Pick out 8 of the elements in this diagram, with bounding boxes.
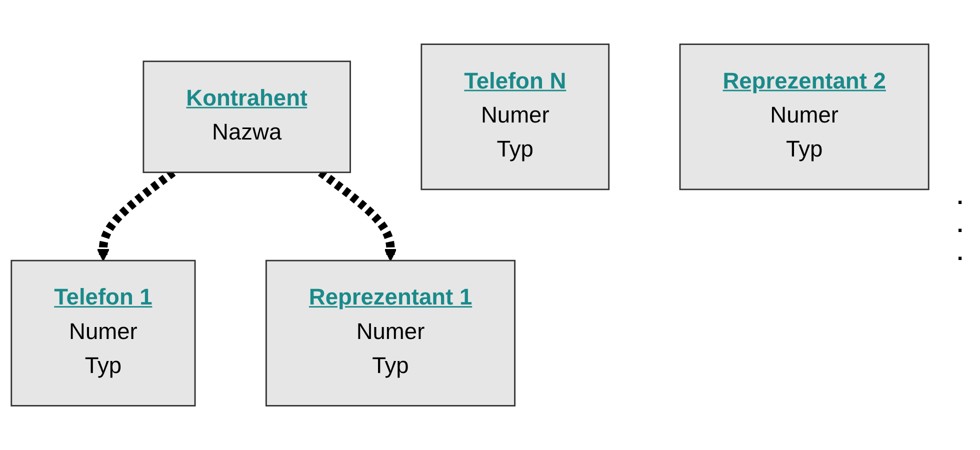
ellipsis-dot: .: [956, 183, 964, 211]
node-box: Reprezentant 1 Numer Typ: [265, 260, 516, 406]
ellipsis-dot: .: [956, 239, 964, 267]
node-box: Telefon 1 Numer Typ: [10, 260, 196, 406]
ellipsis-dot: .: [956, 211, 964, 239]
node-box: Kontrahent Nazwa: [142, 60, 351, 174]
node-box: Reprezentant 2 Numer Typ: [679, 44, 930, 190]
node-box: Telefon N Numer Typ: [420, 44, 610, 190]
